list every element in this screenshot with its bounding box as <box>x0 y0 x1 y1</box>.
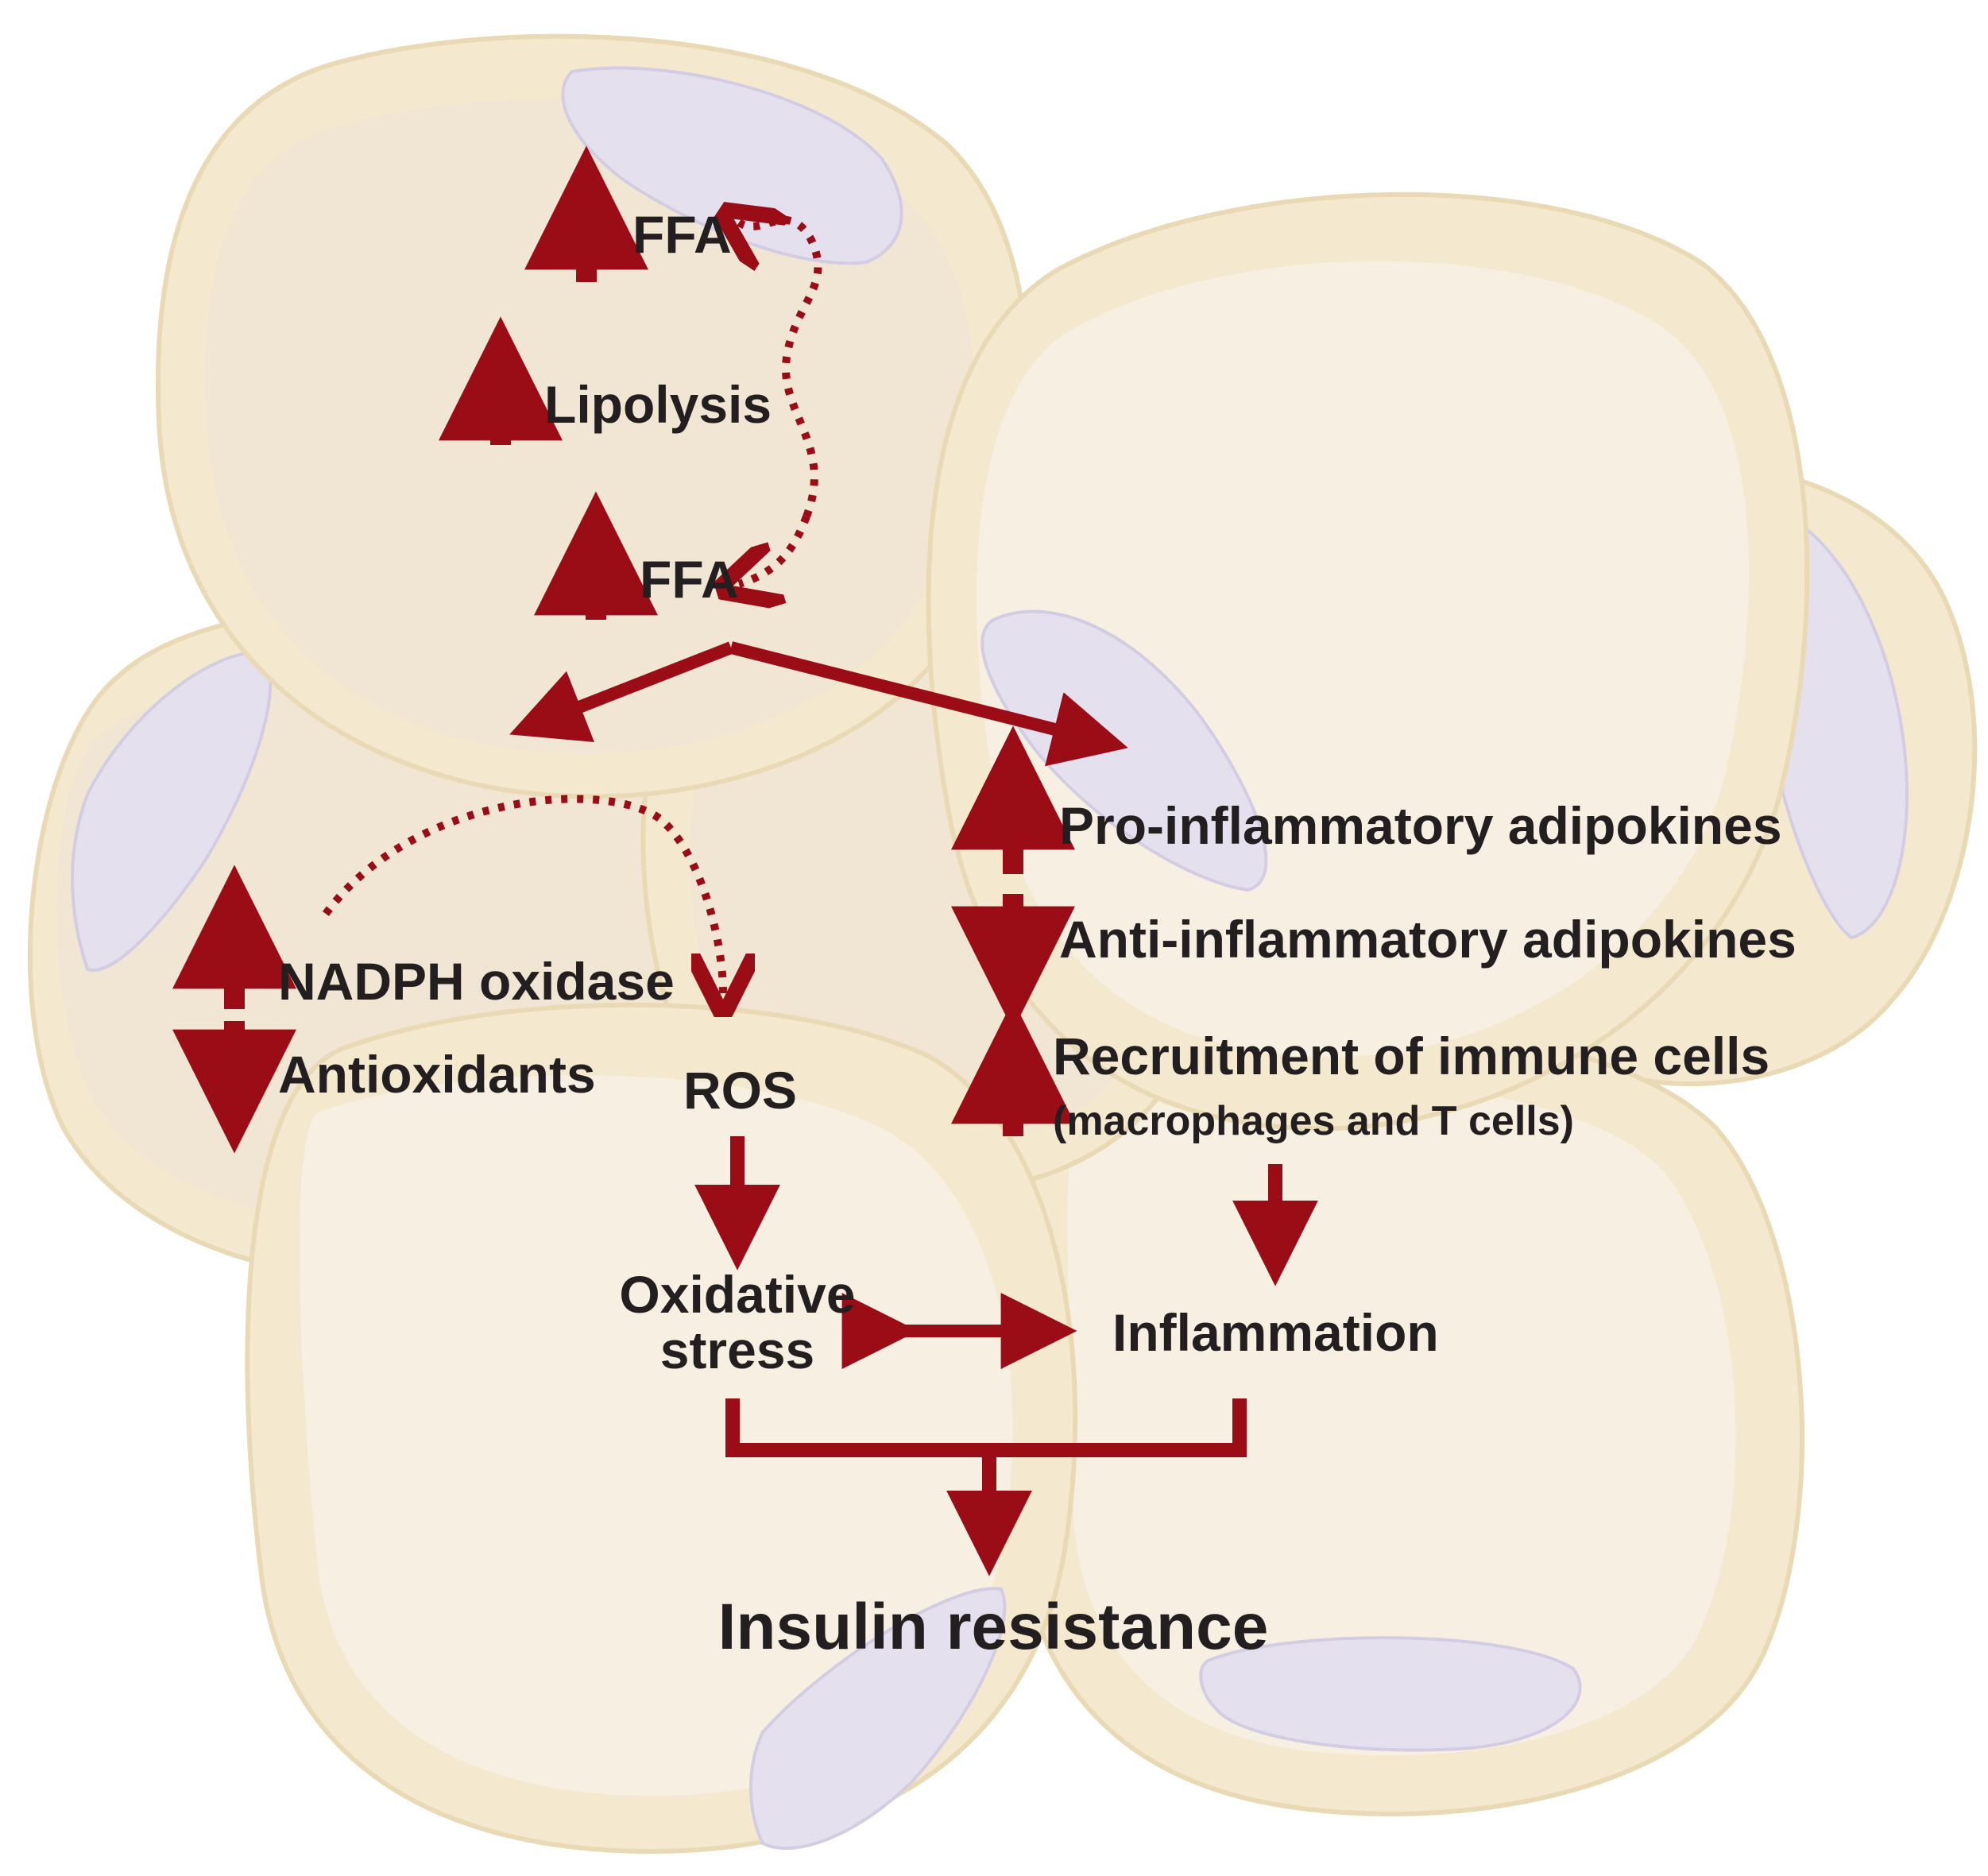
label-oxidative-stress-line2: stress <box>660 1321 815 1379</box>
label-ffa-bottom: FFA <box>640 550 739 609</box>
dotted-arrow-to-ffa-top <box>739 220 822 518</box>
label-recruitment-of-immune-cells: Recruitment of immune cells <box>1053 1027 1769 1085</box>
nucleus-bottom-left <box>749 1587 1007 1851</box>
adipocyte-bottom-left <box>245 1002 1078 1855</box>
label-pro-inflammatory-adipokines: Pro-inflammatory adipokines <box>1059 796 1782 855</box>
label-insulin-resistance: Insulin resistance <box>718 1591 1269 1663</box>
label-ffa-top: FFA <box>632 205 732 264</box>
nucleus-bottom-right <box>1199 1636 1582 1752</box>
label-inflammation: Inflammation <box>1112 1303 1439 1362</box>
arrows <box>172 145 1318 1576</box>
label-nadph-oxidase: NADPH oxidase <box>278 952 675 1011</box>
adipocyte-top-right <box>926 191 1810 1131</box>
label-anti-inflammatory-adipokines: Anti-inflammatory adipokines <box>1059 910 1797 969</box>
dotted-arrow-nadph-to-ros <box>322 795 723 993</box>
label-lipolysis: Lipolysis <box>544 375 772 434</box>
labels: FFA Lipolysis FFA Pro-inflammatory adipo… <box>278 205 1797 1663</box>
branch-arrow-left <box>509 641 733 742</box>
label-ros: ROS <box>683 1061 797 1120</box>
nucleus-left <box>71 649 273 973</box>
label-oxidative-stress-line1: Oxidative <box>619 1265 855 1324</box>
label-recruitment-detail: (macrophages and T cells) <box>1053 1098 1574 1144</box>
label-antioxidants: Antioxidants <box>278 1045 596 1104</box>
